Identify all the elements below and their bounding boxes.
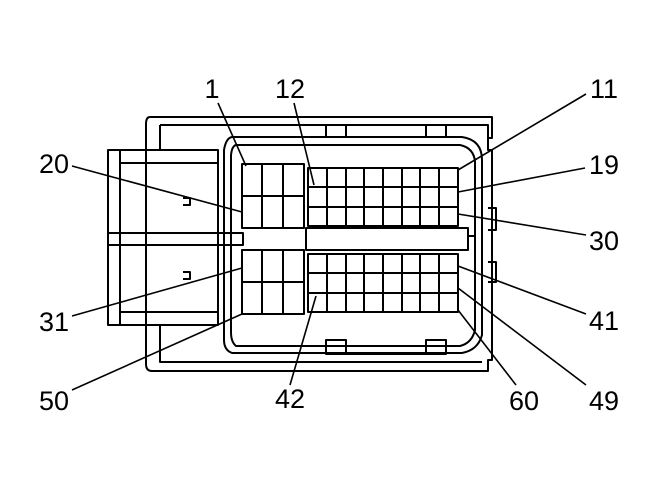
leader-30 (457, 213, 587, 236)
pin-label-30: 30 (589, 226, 619, 256)
pin-label-50: 50 (39, 386, 69, 416)
cavity-block-lower-left (241, 249, 305, 315)
leader-41 (457, 265, 587, 315)
pin-label-11: 11 (590, 74, 618, 104)
leader-31 (71, 267, 243, 317)
center-separator-bar (305, 227, 469, 251)
pin-label-20: 20 (39, 149, 69, 179)
pin-label-12: 12 (275, 74, 305, 104)
latch-notch-upper (183, 197, 191, 206)
right-clip-upper (488, 207, 497, 231)
cavity-block-lower-right (307, 253, 459, 313)
latch-notch-lower (183, 271, 191, 280)
pin-label-60: 60 (509, 386, 539, 416)
cavity-block-upper-left (241, 163, 305, 229)
pin-label-41: 41 (589, 306, 619, 336)
mating-face-outline (223, 136, 483, 354)
leader-60 (457, 309, 517, 386)
pin-label-19: 19 (589, 150, 619, 180)
top-tab-left (325, 124, 347, 138)
leader-49 (457, 287, 587, 386)
latch-crossbar (107, 232, 244, 246)
leader-50 (71, 313, 243, 391)
pin-label-31: 31 (39, 307, 69, 337)
mating-face-inner (230, 144, 476, 347)
housing-inner-bottom (159, 325, 482, 363)
leader-20 (71, 165, 243, 213)
leader-12 (293, 102, 315, 186)
pin-label-42: 42 (275, 384, 305, 414)
leader-1 (217, 102, 247, 167)
leader-11 (457, 93, 587, 171)
leader-42 (289, 295, 317, 386)
top-tab-right (425, 124, 447, 138)
leader-19 (457, 167, 586, 193)
connector-latch (107, 149, 219, 326)
right-clip-lower (488, 261, 497, 283)
housing-inner-top (159, 124, 489, 150)
pin-label-1: 1 (204, 74, 219, 104)
pin-label-49: 49 (589, 386, 619, 416)
cavity-block-upper-right (307, 167, 459, 227)
